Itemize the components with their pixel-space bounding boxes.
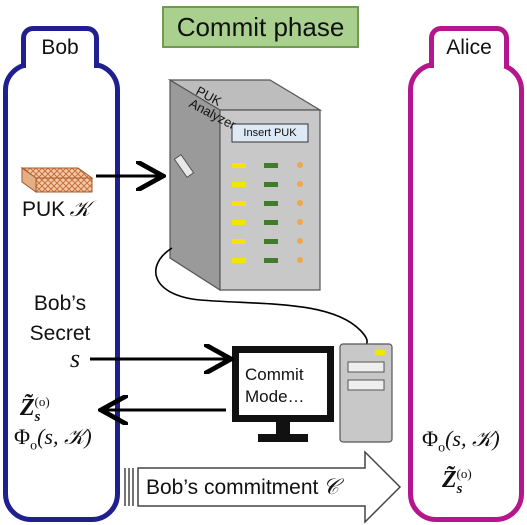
alice-z-main: Z̃: [442, 467, 457, 493]
phase-title: Commit phase: [162, 6, 359, 48]
commitment-symbol: 𝒞: [322, 474, 339, 499]
monitor-line2: Mode…: [245, 387, 305, 406]
puk-token-icon: [20, 167, 94, 193]
puk-caption: PUK 𝒦: [22, 196, 90, 222]
alice-z-expression: Z̃s(o): [442, 466, 478, 498]
bob-z-main: Z̃: [20, 395, 35, 421]
insert-puk-slot-label: Insert PUK: [243, 127, 297, 139]
analyzer-cable: [155, 247, 368, 346]
computer-tower-icon: [339, 343, 393, 443]
alice-label: Alice: [429, 26, 509, 68]
puk-label: PUK: [22, 198, 66, 221]
commitment-arrow: [124, 450, 402, 524]
bob-z-expression: Z̃s(o): [20, 394, 56, 426]
alice-z-sub: s: [456, 480, 463, 497]
alice-phi-expression: Φo(s, 𝒦): [422, 426, 500, 456]
monitor-icon: [232, 346, 334, 442]
puk-analyzer-icon: [167, 78, 323, 292]
bob-label: Bob: [21, 26, 99, 68]
bob-secret-caption: Bob’s Secret: [14, 289, 106, 349]
commitment-label: Bob’s commitment: [146, 476, 319, 499]
monitor-line1: Commit: [245, 365, 304, 384]
alice-phi: Φ: [422, 426, 439, 451]
puk-symbol: 𝒦: [69, 196, 91, 221]
alice-z-sup: (o): [456, 466, 472, 481]
alice-phi-sub: o: [438, 440, 446, 456]
bob-phi-sub: o: [30, 438, 38, 454]
monitor-screen-text: Commit Mode…: [245, 364, 305, 408]
bob-z-sup: (o): [34, 394, 50, 409]
commitment-caption: Bob’s commitment 𝒞: [146, 474, 339, 500]
bob-phi-args: (s, 𝒦): [37, 424, 92, 449]
bob-phi-expression: Φo(s, 𝒦): [14, 424, 92, 454]
bob-phi: Φ: [14, 424, 31, 449]
bob-secret-line1: Bob’s: [33, 292, 87, 315]
alice-phi-args: (s, 𝒦): [445, 426, 500, 451]
bob-secret-symbol: s: [70, 344, 81, 373]
bob-secret-line2: Secret: [29, 322, 91, 345]
bob-z-sub: s: [34, 408, 41, 425]
